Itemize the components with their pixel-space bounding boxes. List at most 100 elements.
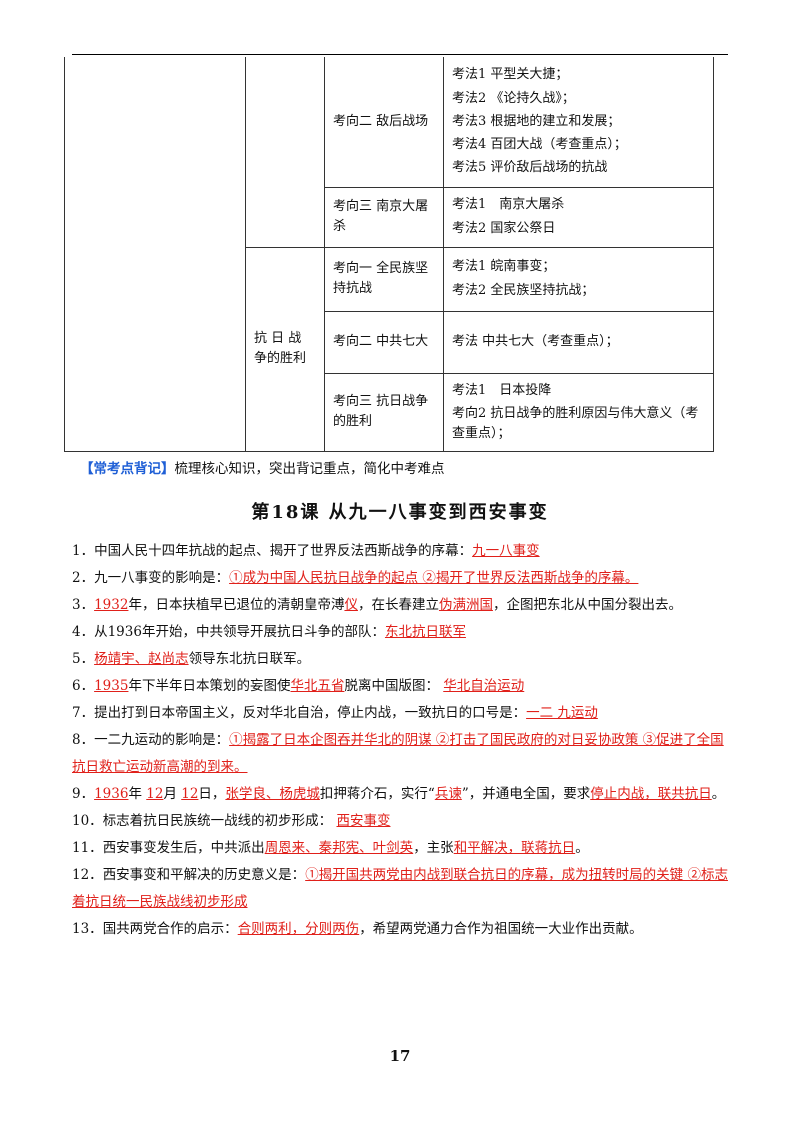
answer-text: ①揭开国共两党由内战到联合抗日的序幕，成为扭转时局的关键 ②标志着抗日统一民族战… xyxy=(72,867,728,910)
answer-text: 九一八事变 xyxy=(472,543,540,559)
method-item: 考法2 全民族坚持抗战； xyxy=(452,282,595,298)
header-rule xyxy=(72,54,728,55)
item-number: 10． xyxy=(72,813,103,829)
answer-text: 和平解决，联蒋抗日 xyxy=(453,840,576,856)
table-row: 考向二 中共七大考法 中共七大（考查重点）； xyxy=(65,310,714,374)
table-cell-direction: 考向一 全民族坚持抗战 xyxy=(324,246,444,312)
table-cell-unit: 抗 日 战 争的胜利 xyxy=(245,246,325,452)
table-cell-unit xyxy=(245,57,325,248)
item-number: 6． xyxy=(72,678,95,694)
answer-text: 1936 xyxy=(94,786,129,802)
question-text: 年下半年日本策划的妄图使 xyxy=(128,678,291,694)
answer-text: 兵谏 xyxy=(434,786,462,802)
question-text: 提出打到日本帝国主义，反对华北自治，停止内战，一致抗日的口号是： xyxy=(94,705,527,721)
table-row: 抗 日 战 争的胜利考向一 全民族坚持抗战考法1 皖南事变； 考法2 全民族坚持抗… xyxy=(65,246,714,452)
list-item: 1．中国人民十四年抗战的起点、揭开了世界反法西斯战争的序幕：九一八事变 xyxy=(72,538,732,565)
question-text: 扣押蒋介石，实行“ xyxy=(319,786,435,802)
table-cell-topic xyxy=(64,57,246,452)
question-text: 月 xyxy=(163,786,182,802)
question-text: 从1936年开始，中共领导开展抗日斗争的部队： xyxy=(94,624,385,640)
method-item: 考向2 抗日战争的胜利原因与伟大意义（考查重点）； xyxy=(452,405,699,441)
question-text: 。 xyxy=(711,786,726,802)
list-item: 9．1936年 12月 12日，张学良、杨虎城扣押蒋介石，实行“兵谏”，并通电全… xyxy=(72,781,732,808)
question-text: ”，并通电全国，要求 xyxy=(461,786,591,802)
list-item: 10．标志着抗日民族统一战线的初步形成： 西安事变 xyxy=(72,808,732,835)
item-number: 8． xyxy=(72,732,95,748)
table-cell-direction: 考向二 敌后战场 xyxy=(324,57,444,188)
table-cell-methods: 考法1 皖南事变； 考法2 全民族坚持抗战； xyxy=(443,246,714,312)
hint-text: 梳理核心知识，突出背记重点，简化中考难点 xyxy=(174,461,445,477)
question-text: 九一八事变的影响是： xyxy=(94,570,230,586)
answer-text: 1935 xyxy=(94,678,129,694)
question-text: ，企图把东北从中国分裂出去。 xyxy=(492,597,682,613)
table-row: 考向三 南京大屠杀考法1 南京大屠杀考法2 国家公祭日 xyxy=(65,186,714,248)
method-item: 考法4 百团大战（考查重点）； xyxy=(452,136,627,152)
answer-text: 杨靖宇、赵尚志 xyxy=(94,651,189,667)
answer-text: ①揭露了日本企图吞并华北的阴谋 ②打击了国民政府的对日妥协政策 ③促进了全国抗日… xyxy=(72,732,724,775)
method-item: 考法1 南京大屠杀 xyxy=(452,197,565,213)
answer-text: 停止内战，联共抗日 xyxy=(590,786,712,802)
question-text: 年 xyxy=(128,786,147,802)
item-number: 1． xyxy=(72,543,95,559)
method-item: 考法1 平型关大捷； xyxy=(452,67,569,83)
list-item: 13．国共两党合作的启示：合则两利，分则两伤，希望两党通力合作为祖国统一大业作出… xyxy=(72,916,732,943)
question-text: ，在长春建立 xyxy=(357,597,439,613)
item-number: 11． xyxy=(72,840,103,856)
answer-text: 周恩来、秦邦宪、叶剑英 xyxy=(264,840,414,856)
table-cell-direction: 考向三 南京大屠杀 xyxy=(324,186,444,248)
method-item: 考法1 皖南事变； xyxy=(452,259,556,275)
question-text: 标志着抗日民族统一战线的初步形成： xyxy=(102,813,337,829)
list-item: 6．1935年下半年日本策划的妄图使华北五省脱离中国版图： 华北自治运动 xyxy=(72,673,732,700)
answer-text: 东北抗日联军 xyxy=(384,624,466,640)
answer-text: 一二 九运动 xyxy=(526,705,598,721)
answer-text: 12 xyxy=(181,786,199,802)
list-item: 4．从1936年开始，中共领导开展抗日斗争的部队：东北抗日联军 xyxy=(72,619,732,646)
list-item: 12．西安事变和平解决的历史意义是：①揭开国共两党由内战到联合抗日的序幕，成为扭… xyxy=(72,862,732,916)
question-text: 西安事变发生后，中共派出 xyxy=(102,840,265,856)
item-number: 5． xyxy=(72,651,95,667)
table-row: 考向三 抗日战争的胜利考法1 日本投降考向2 抗日战争的胜利原因与伟大意义（考查… xyxy=(65,372,714,452)
method-item: 考法 中共七大（考查重点）； xyxy=(452,333,619,349)
hint-tag: 【常考点背记】 xyxy=(80,461,175,477)
method-item: 考法3 根据地的建立和发展； xyxy=(452,113,621,129)
question-text: ，希望两党通力合作为祖国统一大业作出贡献。 xyxy=(359,921,643,937)
item-number: 2． xyxy=(72,570,95,586)
table-cell-methods: 考法1 平型关大捷； 考法2 《论持久战》； 考法3 根据地的建立和发展； 考法4 百… xyxy=(443,57,714,188)
item-number: 9． xyxy=(72,786,95,802)
question-text: 脱离中国版图： xyxy=(344,678,444,694)
list-item: 5．杨靖宇、赵尚志领导东北抗日联军。 xyxy=(72,646,732,673)
question-text: 一二九运动的影响是： xyxy=(94,732,230,748)
method-item: 考法5 评价敌后战场的抗战 xyxy=(452,159,608,175)
table-row: 考向二 敌后战场考法1 平型关大捷； 考法2 《论持久战》； 考法3 根据地的建立和… xyxy=(64,57,714,452)
hint-line: 【常考点背记】梳理核心知识，突出背记重点，简化中考难点 xyxy=(80,457,445,477)
question-text: 中国人民十四年抗战的起点、揭开了世界反法西斯战争的序幕： xyxy=(94,543,473,559)
answer-text: 西安事变 xyxy=(336,813,391,829)
question-text: 西安事变和平解决的历史意义是： xyxy=(102,867,306,883)
answer-text: 伪满洲国 xyxy=(438,597,493,613)
method-item: 考法1 日本投降 xyxy=(452,382,552,398)
list-item: 8．一二九运动的影响是：①揭露了日本企图吞并华北的阴谋 ②打击了国民政府的对日妥… xyxy=(72,727,732,781)
question-text: 日， xyxy=(198,786,226,802)
item-number: 13． xyxy=(72,921,103,937)
list-item: 3．1932年，日本扶植早已退位的清朝皇帝溥仪，在长春建立伪满洲国，企图把东北从… xyxy=(72,592,732,619)
page-number: 17 xyxy=(389,1047,411,1065)
answer-text: ①成为中国人民抗日战争的起点 ②揭开了世界反法西斯战争的序幕。 xyxy=(229,570,639,586)
list-item: 7．提出打到日本帝国主义，反对华北自治，停止内战，一致抗日的口号是：一二 九运动 xyxy=(72,700,732,727)
answer-text: 华北自治运动 xyxy=(443,678,525,694)
item-number: 3． xyxy=(72,597,95,613)
question-text: 。 xyxy=(575,840,589,856)
table-cell-methods: 考法1 日本投降考向2 抗日战争的胜利原因与伟大意义（考查重点）； xyxy=(443,372,714,452)
question-text: 年，日本扶植早已退位的清朝皇帝溥 xyxy=(128,597,345,613)
list-item: 2．九一八事变的影响是：①成为中国人民抗日战争的起点 ②揭开了世界反法西斯战争的… xyxy=(72,565,732,592)
method-item: 考法2 《论持久战》； xyxy=(452,90,575,106)
method-item: 考法2 国家公祭日 xyxy=(452,220,556,236)
item-number: 7． xyxy=(72,705,95,721)
question-text: 国共两党合作的启示： xyxy=(102,921,238,937)
answer-text: 1932 xyxy=(94,597,129,613)
table-cell-methods: 考法 中共七大（考查重点）； xyxy=(443,310,714,374)
table-cell-direction: 考向三 抗日战争的胜利 xyxy=(324,372,444,452)
lesson-title: 第18课 从九一八事变到西安事变 xyxy=(251,502,549,523)
list-item: 11．西安事变发生后，中共派出周恩来、秦邦宪、叶剑英，主张和平解决，联蒋抗日。 xyxy=(72,835,732,862)
table-cell-direction: 考向二 中共七大 xyxy=(324,310,444,374)
answer-text: 华北五省 xyxy=(290,678,345,694)
